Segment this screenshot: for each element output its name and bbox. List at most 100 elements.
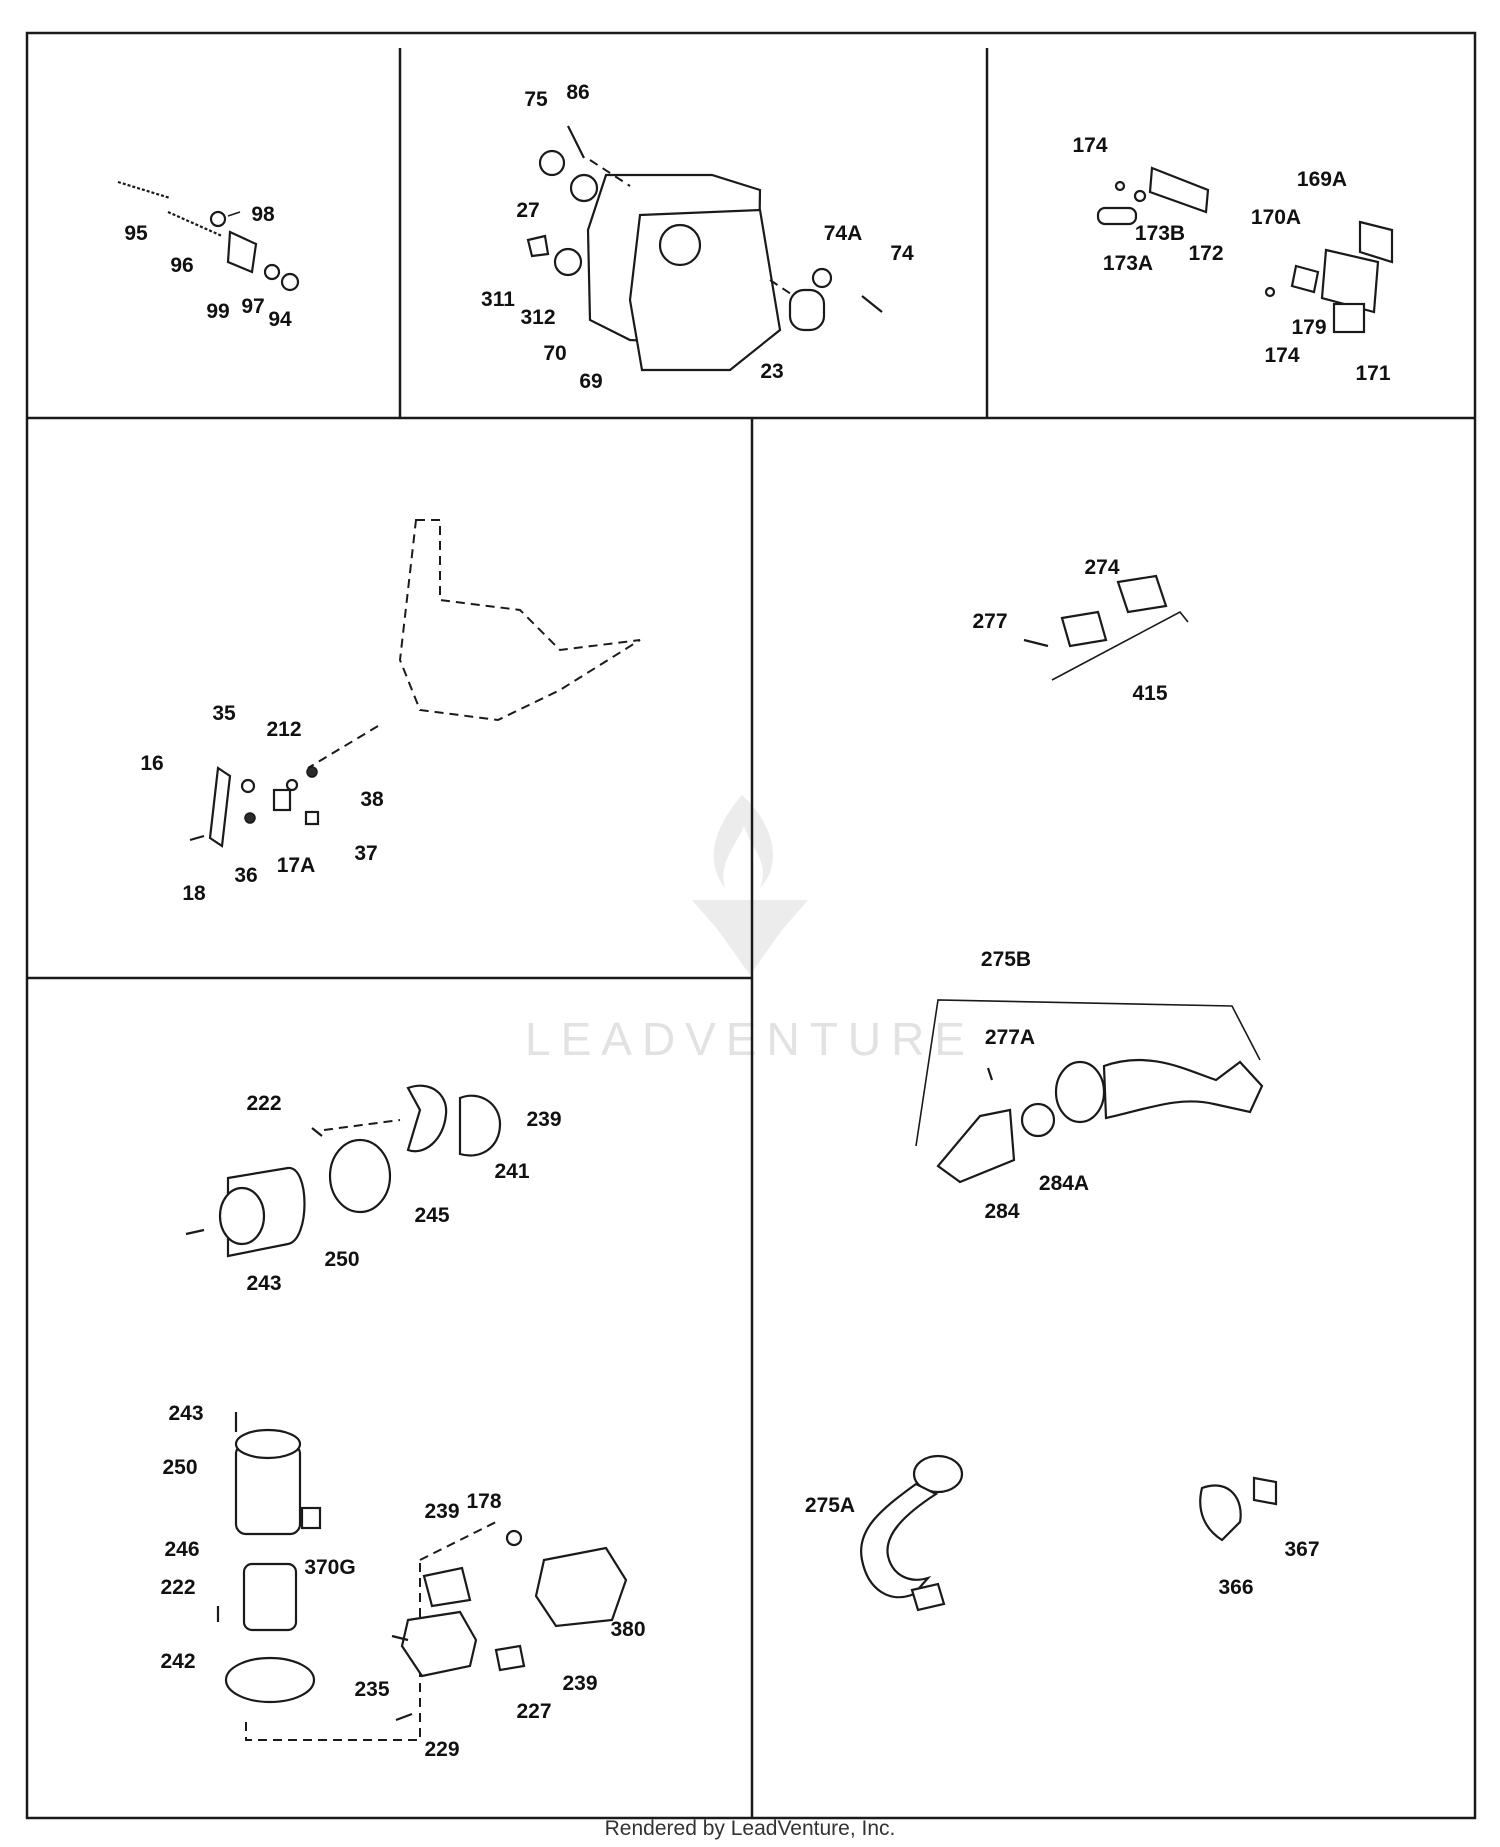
part-311 bbox=[526, 234, 550, 258]
callout-170A: 170A bbox=[1251, 206, 1301, 229]
callout-96: 96 bbox=[170, 254, 193, 277]
callout-178: 178 bbox=[466, 1490, 501, 1513]
base-242 bbox=[224, 1656, 316, 1704]
callout-277: 277 bbox=[972, 610, 1007, 633]
callout-311: 311 bbox=[481, 288, 515, 311]
callout-242: 242 bbox=[160, 1650, 195, 1673]
callout-245: 245 bbox=[414, 1204, 449, 1227]
callout-37: 37 bbox=[354, 842, 377, 865]
nut-367 bbox=[1252, 1476, 1278, 1506]
callout-74: 74 bbox=[890, 242, 914, 265]
callout-172: 172 bbox=[1188, 242, 1223, 265]
callout-284: 284 bbox=[984, 1200, 1019, 1223]
callout-23: 23 bbox=[760, 360, 783, 383]
panel-air-cleaner-upper: 222 239 241 245 250 243 bbox=[185, 1084, 562, 1295]
panel-crankcase-cover: 75 86 27 311 312 70 69 23 74A 74 bbox=[481, 81, 914, 393]
gasket-239-right bbox=[494, 1644, 526, 1672]
gasket-415-inner bbox=[1060, 610, 1108, 648]
callout-277A: 277A bbox=[985, 1026, 1035, 1049]
gasket-172 bbox=[1148, 166, 1210, 214]
callout-174-top: 174 bbox=[1072, 134, 1107, 157]
filter-246 bbox=[242, 1562, 298, 1632]
seal-75 bbox=[538, 149, 566, 177]
bearing-boss bbox=[658, 223, 702, 267]
callout-239-right: 239 bbox=[562, 1672, 597, 1695]
pipe-275A bbox=[859, 1482, 939, 1599]
seal-27 bbox=[569, 173, 599, 203]
washer-23 bbox=[788, 288, 826, 332]
panel-governor-arm: 35 212 16 38 37 18 36 17A bbox=[140, 519, 641, 905]
callout-27: 27 bbox=[516, 199, 539, 222]
screw-98 bbox=[209, 210, 227, 228]
bolt-74 bbox=[861, 295, 883, 313]
panel-governor-linkage: 95 96 98 99 97 94 bbox=[117, 180, 300, 331]
callout-274: 274 bbox=[1084, 556, 1119, 579]
tube-173A bbox=[1096, 206, 1138, 226]
callout-97: 97 bbox=[241, 295, 264, 318]
callout-415: 415 bbox=[1132, 682, 1167, 705]
gasket-274 bbox=[1116, 574, 1168, 614]
callout-173B: 173B bbox=[1135, 222, 1185, 245]
seal-312 bbox=[553, 247, 583, 277]
nut-36 bbox=[244, 812, 256, 824]
callout-239-upper: 239 bbox=[526, 1108, 561, 1131]
callout-38: 38 bbox=[360, 788, 384, 811]
screw-229 bbox=[395, 1712, 413, 1722]
part-37 bbox=[304, 810, 320, 826]
clamp-17A bbox=[272, 788, 292, 812]
deflector-284 bbox=[936, 1108, 1016, 1184]
v-logo-icon bbox=[692, 900, 808, 975]
callout-370G: 370G bbox=[304, 1556, 355, 1579]
callout-18: 18 bbox=[182, 882, 206, 905]
grommet-173B bbox=[1133, 189, 1147, 203]
callout-173A: 173A bbox=[1103, 252, 1153, 275]
callout-312: 312 bbox=[520, 306, 555, 329]
callout-174-bottom: 174 bbox=[1264, 344, 1299, 367]
cover-170A bbox=[1320, 248, 1380, 314]
gasket-239-left bbox=[422, 1566, 472, 1608]
panel-exhaust-gasket: 274 277 415 bbox=[972, 556, 1189, 705]
callout-241: 241 bbox=[494, 1160, 529, 1183]
callout-95: 95 bbox=[124, 222, 148, 245]
screw-174-top bbox=[1114, 180, 1126, 192]
nut-35 bbox=[240, 778, 256, 794]
base-241 bbox=[458, 1094, 502, 1157]
callout-70: 70 bbox=[543, 342, 566, 365]
watermark: LEADVENTURE bbox=[525, 795, 965, 1065]
screw-18 bbox=[189, 834, 205, 842]
callout-75: 75 bbox=[524, 88, 548, 111]
filter-171 bbox=[1332, 302, 1366, 334]
callout-243-lower: 243 bbox=[168, 1402, 203, 1425]
callout-35: 35 bbox=[212, 702, 236, 725]
callout-69: 69 bbox=[579, 370, 602, 393]
callout-17A: 17A bbox=[277, 854, 316, 877]
seal-38 bbox=[306, 766, 318, 778]
callout-229: 229 bbox=[424, 1738, 459, 1761]
housing-250-top bbox=[234, 1428, 302, 1460]
pipe-275A-foot bbox=[910, 1582, 946, 1612]
label-370G bbox=[300, 1506, 322, 1530]
bracket-179 bbox=[1290, 264, 1320, 294]
callout-275B: 275B bbox=[981, 948, 1031, 971]
callout-250-lower: 250 bbox=[162, 1456, 197, 1479]
callout-36: 36 bbox=[234, 864, 257, 887]
panel-frames bbox=[25, 31, 1477, 1820]
panel-carburetor-lower: 243 250 370G 246 222 242 239 178 235 380… bbox=[160, 1402, 645, 1761]
callout-235: 235 bbox=[354, 1678, 389, 1701]
callout-212: 212 bbox=[266, 718, 301, 741]
callout-16: 16 bbox=[140, 752, 163, 775]
callout-99: 99 bbox=[206, 300, 229, 323]
callout-169A: 169A bbox=[1297, 168, 1347, 191]
callout-171: 171 bbox=[1355, 362, 1390, 385]
callout-179: 179 bbox=[1291, 316, 1326, 339]
washer-212 bbox=[285, 778, 299, 792]
engine-block-outline bbox=[398, 519, 641, 722]
gasket-69 bbox=[628, 208, 782, 372]
callout-86: 86 bbox=[566, 81, 589, 104]
screw-222-upper bbox=[311, 1127, 323, 1137]
housing-250-bore bbox=[218, 1186, 266, 1246]
screw-174-bottom bbox=[1264, 286, 1276, 298]
panel-breather-assembly: 174 173B 173A 172 169A 170A 179 174 171 bbox=[1072, 134, 1394, 385]
callout-243-upper: 243 bbox=[246, 1272, 281, 1295]
